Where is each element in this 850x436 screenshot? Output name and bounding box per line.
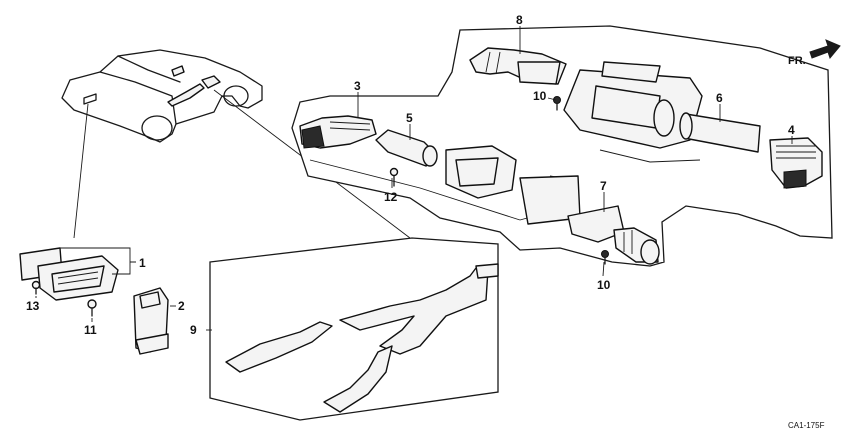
part-4-right-vent (769, 137, 823, 189)
callout-4: 4 (788, 123, 795, 137)
callout-leaders (35, 26, 793, 331)
callout-12: 12 (384, 190, 398, 204)
callout-8: 8 (516, 13, 523, 27)
callout-5: 5 (406, 111, 413, 125)
center-heater-box (445, 145, 581, 225)
callout-11: 11 (84, 323, 97, 337)
front-label: FR. (788, 55, 806, 67)
part-8-duct (469, 47, 567, 85)
part-3-left-vent (299, 115, 377, 149)
floor-duct-mid (339, 267, 489, 355)
part-2-connector (133, 287, 169, 355)
front-arrow-icon (809, 39, 841, 60)
front-direction-indicator: FR. (788, 39, 841, 67)
callout-10-top: 10 (533, 89, 547, 103)
callout-2: 2 (178, 299, 185, 313)
floor-duct-left (225, 321, 333, 373)
drawing-code: CA1-175F (788, 421, 825, 430)
car-silhouette (61, 49, 263, 143)
callout-10-bottom: 10 (597, 278, 611, 292)
callout-6: 6 (716, 91, 723, 105)
callout-9: 9 (190, 323, 197, 337)
part-6-center-duct (563, 61, 761, 153)
callout-7: 7 (600, 179, 607, 193)
floor-duct-lower (323, 345, 393, 413)
part-5-duct-tube (375, 129, 438, 167)
part-9-panel (209, 237, 499, 421)
screw-10-bottom (601, 250, 609, 265)
screw-13 (31, 280, 41, 295)
part-7-lower-duct (567, 205, 660, 265)
callout-1: 1 (139, 256, 146, 270)
leader-car-to-vent (73, 103, 89, 239)
callout-13: 13 (26, 299, 40, 313)
screw-11 (87, 299, 97, 317)
screw-12 (389, 167, 399, 187)
screw-10-top (553, 96, 561, 111)
callout-3: 3 (354, 79, 361, 93)
part-1-side-vent (19, 247, 119, 301)
dashboard-panel (291, 25, 833, 267)
